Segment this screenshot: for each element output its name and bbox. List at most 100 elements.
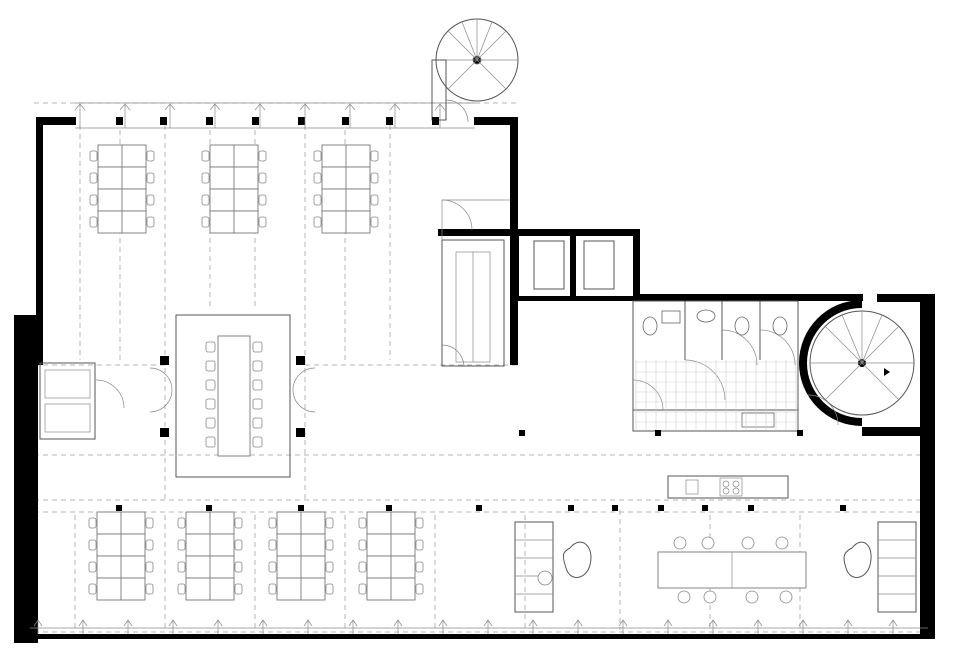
chair [234, 539, 243, 551]
mullion [168, 619, 178, 634]
desk [120, 577, 146, 601]
mullion [753, 619, 763, 634]
desk [321, 210, 347, 234]
chair [234, 517, 243, 529]
mullion [573, 619, 583, 634]
restroom-floor-tiles [635, 360, 798, 430]
meeting-chairs [205, 341, 263, 448]
chair [415, 517, 424, 529]
chair [313, 194, 322, 206]
chair [268, 517, 277, 529]
chair [252, 360, 263, 372]
desk-cluster [89, 144, 155, 234]
desk [276, 555, 302, 579]
restrooms [632, 300, 799, 432]
desk-cluster [88, 511, 154, 601]
desk [97, 144, 123, 168]
desk [345, 188, 371, 212]
desk [97, 166, 123, 190]
chair [313, 172, 322, 184]
chair [325, 583, 334, 595]
desk [185, 577, 211, 601]
chair [145, 517, 154, 529]
desk [366, 555, 392, 579]
chair [370, 172, 379, 184]
desk [209, 511, 235, 535]
chair [234, 561, 243, 573]
desk [321, 188, 347, 212]
lounge [537, 541, 872, 589]
chair [370, 194, 379, 206]
chair [779, 590, 793, 604]
chair [677, 590, 691, 604]
chair [88, 517, 97, 529]
desk [300, 533, 326, 557]
mullion [344, 103, 356, 128]
desk [233, 144, 259, 168]
chair [268, 561, 277, 573]
mullion [119, 103, 131, 128]
mullion [798, 619, 808, 634]
desk [209, 555, 235, 579]
chair [673, 536, 687, 550]
chair [745, 590, 759, 604]
chair [252, 436, 263, 448]
chair [201, 172, 210, 184]
desk [233, 188, 259, 212]
desk [209, 166, 235, 190]
chair [89, 194, 98, 206]
chair [205, 398, 216, 410]
desk [276, 577, 302, 601]
desk [345, 166, 371, 190]
west-storage-unit [39, 362, 125, 440]
chair [325, 517, 334, 529]
mullion [209, 103, 221, 128]
chair [775, 536, 789, 550]
mullion [663, 619, 673, 634]
chair [146, 150, 155, 162]
desk-clusters [88, 144, 424, 601]
glazed-meeting-room [149, 314, 316, 478]
chair [313, 150, 322, 162]
desk [366, 533, 392, 557]
bleacher-seating-west [514, 521, 554, 613]
chair [370, 150, 379, 162]
chair [145, 583, 154, 595]
desk-cluster [313, 144, 379, 234]
chair [201, 216, 210, 228]
bleacher-seating-east [877, 521, 917, 613]
chair [268, 583, 277, 595]
chair [177, 561, 186, 573]
desk [345, 144, 371, 168]
desk [120, 511, 146, 535]
desk [97, 210, 123, 234]
desk [276, 533, 302, 557]
chair [88, 561, 97, 573]
chair [89, 216, 98, 228]
chair [325, 539, 334, 551]
chair [88, 583, 97, 595]
desk [96, 511, 122, 535]
chair [741, 536, 755, 550]
desk [345, 210, 371, 234]
mullion [618, 619, 628, 634]
desk [120, 533, 146, 557]
chair [358, 583, 367, 595]
chair [252, 398, 263, 410]
chair [252, 379, 263, 391]
desk [233, 166, 259, 190]
chair [205, 341, 216, 353]
mullion [389, 103, 401, 128]
desk [185, 511, 211, 535]
desk-cluster [358, 511, 424, 601]
chair [415, 583, 424, 595]
mullion [438, 619, 448, 634]
structural-columns[interactable] [116, 117, 846, 511]
chair [313, 216, 322, 228]
desk [390, 533, 416, 557]
lounge-chairs [673, 536, 793, 604]
chair [177, 517, 186, 529]
chair [205, 360, 216, 372]
desk [321, 144, 347, 168]
